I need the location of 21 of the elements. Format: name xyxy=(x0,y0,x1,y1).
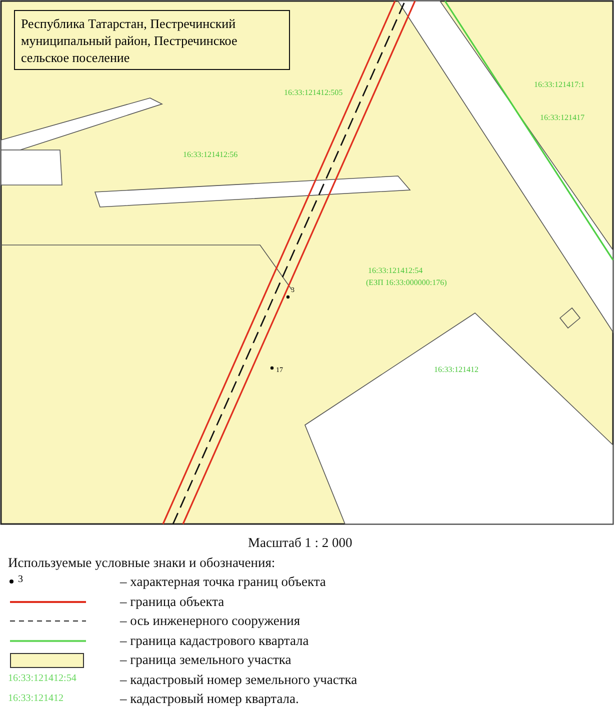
legend-text: – характерная точка границ объекта xyxy=(120,574,326,590)
legend-heading: Используемые условные знаки и обозначения: xyxy=(8,555,276,571)
cadastral-number: 16:33:121412:56 xyxy=(183,150,238,159)
cadastral-number: (ЕЗП 16:33:000000:176) xyxy=(366,278,447,287)
cadastral-number: 16:33:121417:1 xyxy=(534,80,585,89)
cadastral-number: 16:33:121417 xyxy=(540,113,584,122)
cadastral-number: 16:33:121412:505 xyxy=(284,88,343,97)
cadastral-number: 16:33:121412 xyxy=(8,693,64,704)
legend-text: – ось инженерного сооружения xyxy=(120,613,300,629)
legend-text: – кадастровый номер квартала. xyxy=(120,691,299,707)
legend-text: – граница объекта xyxy=(120,594,224,610)
cadastral-number: 16:33:121412:54 xyxy=(368,266,423,275)
location-box xyxy=(14,10,290,70)
point-number: 3 xyxy=(18,574,23,585)
scale-text: Масштаб 1 : 2 000 xyxy=(248,535,352,551)
cadastral-number: 16:33:121412:54 xyxy=(8,673,76,684)
location-text: Республика Татарстан, Пестречинский муниципальный район, Пестречинское сельское поселение xyxy=(21,15,238,66)
legend-text: – кадастровый номер земельного участка xyxy=(120,672,358,688)
legend-text: – граница кадастрового квартала xyxy=(120,632,309,648)
cadastral-number: 16:33:121412 xyxy=(434,365,478,374)
legend-text: – граница земельного участка xyxy=(120,652,292,668)
